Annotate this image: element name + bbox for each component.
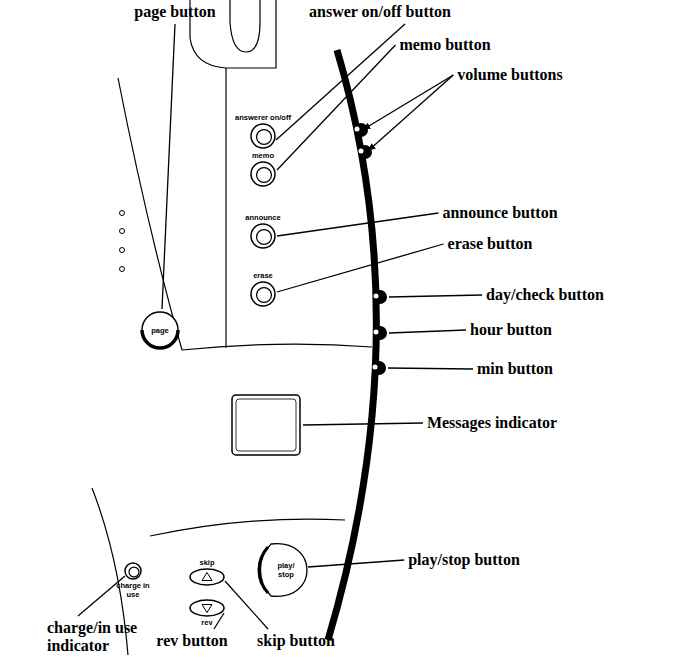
button-outline [189, 599, 225, 617]
panel-divider [182, 344, 372, 350]
leader-line [277, 213, 438, 236]
callout-label: skip button [257, 632, 335, 650]
callout-label: min button [477, 360, 553, 378]
button-rim [251, 282, 275, 306]
button-outline [250, 161, 276, 187]
button-cap [129, 567, 139, 577]
leader-line [308, 560, 404, 567]
leader-line [369, 75, 453, 150]
button-label: page [151, 326, 169, 335]
arrow-symbol [202, 573, 212, 581]
control-button: charge in use [124, 562, 142, 580]
leader-line [364, 75, 453, 129]
control-button: page [141, 311, 179, 349]
button-rim [142, 312, 178, 348]
button-rim [125, 563, 141, 579]
button-outline [189, 568, 225, 586]
control-button: skip [189, 568, 225, 586]
button-outline [124, 562, 142, 580]
speaker-hole [120, 229, 125, 234]
button-outline [250, 281, 276, 307]
button-cap [257, 130, 272, 145]
side-button-highlight [359, 149, 364, 154]
leader-line [389, 330, 466, 333]
side-button [354, 123, 368, 137]
leader-line [225, 581, 268, 629]
housing-edge [328, 50, 376, 640]
button-rim [251, 124, 275, 148]
speaker-hole [120, 267, 125, 272]
callout-label: rev button [156, 632, 227, 650]
side-button [372, 361, 386, 375]
button-rim [190, 600, 224, 616]
leader-line [277, 244, 444, 292]
control-button: erase [250, 281, 276, 307]
callout-label: erase button [448, 235, 533, 253]
button-label: rev [201, 618, 212, 627]
control-button: rev [189, 599, 225, 617]
panel-edge [225, 68, 226, 348]
button-outline [250, 223, 276, 249]
button-rim [251, 224, 275, 248]
leader-line [276, 24, 405, 140]
leader-line [388, 368, 473, 369]
callout-label: day/check button [486, 286, 604, 304]
callout-label: announce button [442, 204, 557, 222]
side-button [373, 290, 387, 304]
callout-label: Messages indicator [427, 414, 557, 432]
button-label: play/ stop [271, 561, 301, 579]
callout-label: volume buttons [457, 66, 562, 84]
button-rim [251, 162, 275, 186]
speaker-hole [120, 248, 125, 253]
button-label: erase [253, 271, 273, 280]
side-button-highlight [374, 330, 379, 335]
callout-label: page button [134, 3, 215, 21]
panel-divider [150, 519, 345, 536]
button-label: charge in use [116, 581, 150, 599]
side-button [373, 326, 387, 340]
leader-line [389, 295, 482, 297]
cradle-slot [230, 0, 260, 52]
button-shadow [259, 547, 268, 593]
arrow-symbol [202, 605, 212, 613]
control-button: announce [250, 223, 276, 249]
side-button-highlight [373, 365, 378, 370]
button-label: answerer on/off [235, 113, 291, 122]
control-button: play/ stop [255, 542, 309, 598]
button-cap [257, 230, 272, 245]
callout-label: memo button [399, 36, 490, 54]
button-rim [190, 569, 224, 585]
leader-line [303, 423, 423, 425]
housing-curve [118, 78, 182, 350]
side-button [358, 145, 372, 159]
button-label: skip [199, 558, 214, 567]
leader-line [277, 45, 395, 170]
callout-label: hour button [470, 321, 552, 339]
callout-label: answer on/off button [309, 3, 451, 21]
button-label: memo [252, 151, 274, 160]
control-button: memo [250, 161, 276, 187]
button-label: announce [245, 213, 280, 222]
messages-window [236, 399, 296, 451]
callout-label: charge/in use indicator [47, 619, 151, 655]
messages-window [232, 395, 300, 455]
callout-label: play/stop button [408, 551, 520, 569]
speaker-hole [120, 211, 125, 216]
side-button-highlight [374, 294, 379, 299]
button-outline [250, 123, 276, 149]
control-button: answerer on/off [250, 123, 276, 149]
leader-line [162, 24, 175, 309]
button-cap [257, 168, 272, 183]
button-rim [261, 544, 308, 597]
side-button-highlight [355, 127, 360, 132]
button-cap [257, 288, 272, 303]
